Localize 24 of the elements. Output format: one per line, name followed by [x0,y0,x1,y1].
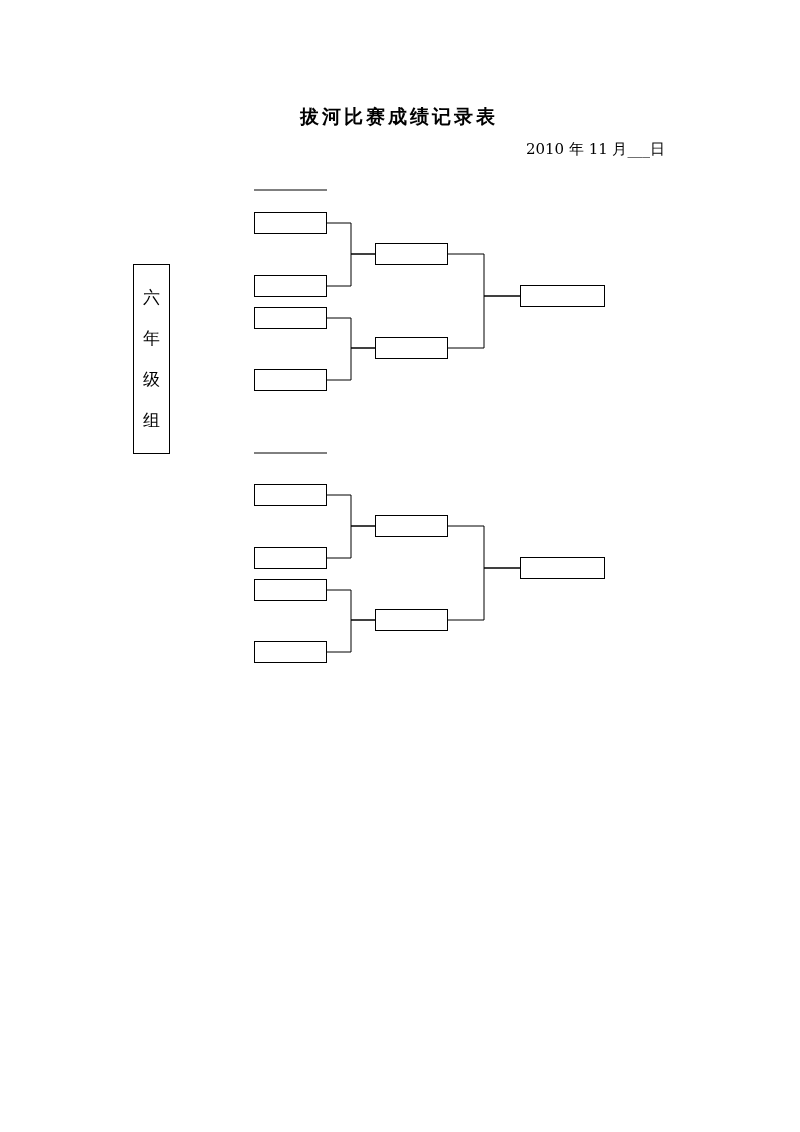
date-line: 2010 年 11 月___日 [525,140,665,159]
team-name-box [254,579,327,601]
team-name-box [254,275,327,297]
team-name-box [375,515,448,537]
team-name-box [254,307,327,329]
bracket-line [326,347,376,381]
bracket-line [326,619,376,653]
bracket-line [326,253,376,287]
bracket-line [326,525,376,559]
team-name-box [254,369,327,391]
team-name-box [254,212,327,234]
team-name-box [375,609,448,631]
team-name-box [520,285,605,307]
bracket-line [447,295,521,349]
team-name-box [254,547,327,569]
team-name-box [520,557,605,579]
group-label: 六年级组 [142,286,161,432]
team-name-box [254,641,327,663]
title: 拔河比赛成绩记录表 [300,104,498,129]
team-name-box [254,484,327,506]
bracket-line [447,567,521,621]
team-name-box [375,243,448,265]
team-name-box [375,337,448,359]
group-label-box [133,264,170,454]
